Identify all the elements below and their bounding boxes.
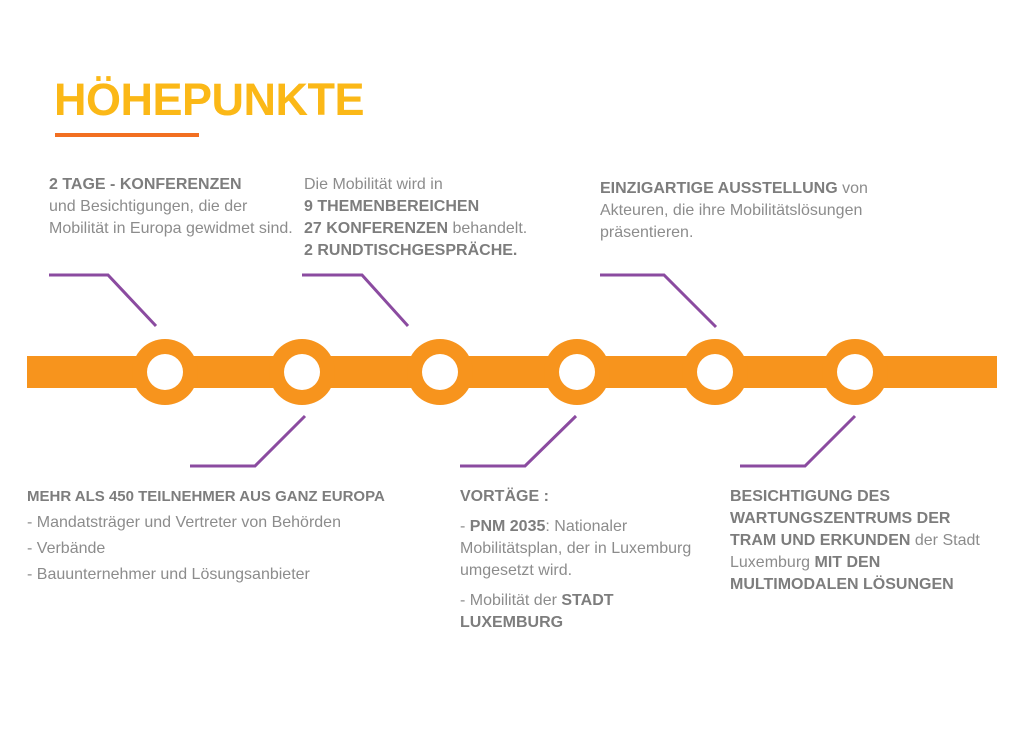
connector-line — [302, 273, 410, 328]
highlight-bold: BESICHTIGUNG DES WARTUNGSZENTRUMS DER TR… — [730, 488, 951, 549]
list-item: - Mandatsträger und Vertreter von Behörd… — [27, 514, 341, 531]
highlight-bold: EINZIGARTIGE AUSSTELLUNG — [600, 180, 838, 197]
title-underline — [55, 133, 199, 137]
highlight-bold: 9 THEMENBEREICHEN — [304, 198, 480, 215]
highlight-bold: PNM 2035 — [469, 518, 546, 535]
highlight-heading: VORTÄGE : — [460, 488, 549, 505]
timeline-stop-hole — [147, 354, 183, 390]
page-title: HÖHEPUNKTE — [54, 74, 365, 125]
connector-line — [600, 273, 718, 329]
highlight-conferences: 2 TAGE - KONFERENZEN und Besichtigungen,… — [49, 174, 294, 240]
highlight-themes: Die Mobilität wird in 9 THEMENBEREICHEN … — [304, 174, 574, 262]
highlight-text: - — [460, 518, 470, 535]
highlight-exhibition: EINZIGARTIGE AUSSTELLUNG von Akteuren, d… — [600, 178, 920, 244]
highlight-participants: MEHR ALS 450 TEILNEHMER AUS GANZ EUROPA … — [27, 486, 457, 590]
highlight-heading: MEHR ALS 450 TEILNEHMER AUS GANZ EUROPA — [27, 488, 385, 505]
highlight-text: - Mobilität der — [460, 592, 562, 609]
highlight-bold: MIT DEN MULTIMODALEN LÖSUNGEN — [730, 554, 954, 593]
list-item: - Bauunternehmer und Lösungsanbieter — [27, 566, 310, 583]
highlight-bold: 2 TAGE - KONFERENZEN — [49, 176, 242, 193]
timeline-stop-hole — [697, 354, 733, 390]
list-item: - Verbände — [27, 540, 106, 557]
timeline-stop-hole — [837, 354, 873, 390]
highlight-bold: STADT LUXEMBURG — [460, 592, 614, 631]
connector-line — [190, 414, 307, 468]
highlight-text: von Akteuren, die ihre Mobilitätslösunge… — [600, 180, 868, 241]
highlight-text: und Besichtigungen, die der Mobilität in… — [49, 198, 293, 237]
highlight-bold: 27 KONFERENZEN — [304, 220, 449, 237]
highlight-tram-visit: BESICHTIGUNG DES WARTUNGSZENTRUMS DER TR… — [730, 486, 985, 596]
highlight-text: der Stadt Luxemburg — [730, 532, 980, 571]
connector-line — [740, 414, 857, 468]
connector-line — [49, 273, 158, 328]
highlight-text: Die Mobilität wird in — [304, 176, 443, 193]
highlight-text: : Nationaler Mobilitätsplan, der in Luxe… — [460, 518, 692, 579]
timeline-stop-hole — [422, 354, 458, 390]
timeline-stop-hole — [559, 354, 595, 390]
highlight-bold: 2 RUNDTISCHGESPRÄCHE. — [304, 242, 518, 259]
highlight-talks: VORTÄGE : - PNM 2035: Nationaler Mobilit… — [460, 486, 705, 638]
connector-line — [460, 414, 578, 468]
highlight-text: behandelt. — [448, 220, 528, 237]
timeline-stop-hole — [284, 354, 320, 390]
